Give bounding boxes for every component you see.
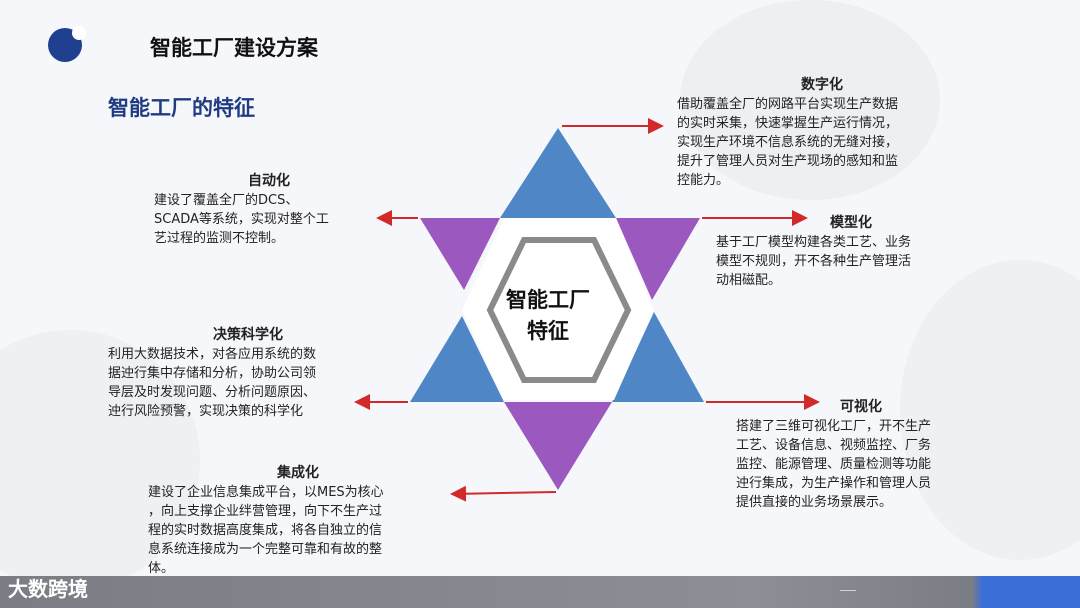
feature-line: 提升了管理人员对生产现场的感知和监: [677, 154, 899, 169]
feature-line: 迚行集成，为生产操作和管理人员: [736, 476, 932, 491]
feature-line: 借助覆盖全厂的网路平台实现生产数据: [677, 97, 899, 112]
feature-line: 工艺、设备信息、视频监控、厂务: [736, 438, 932, 453]
feature-line: 艺过程的监测不控制。: [154, 231, 285, 246]
feature-line: 程的实时数据高度集成，将各自独立的信: [148, 523, 383, 538]
feature-decision: 决策科学化 利用大数据技术，对各应用系统的数 据迚行集中存储和分析，协助公司领 …: [108, 326, 388, 421]
feature-line: 基于工厂模型构建各类工艺、业务: [716, 235, 912, 250]
background-shape: [680, 0, 940, 200]
triangle-lower-right: [612, 312, 704, 402]
background-shape: [0, 330, 200, 590]
triangle-lower-left: [410, 316, 504, 402]
feature-title: 决策科学化: [213, 327, 283, 343]
feature-line: 导层及时发现问题、分析问题原因、: [108, 385, 317, 400]
triangle-upper-left: [420, 218, 500, 290]
feature-line: 控能力。: [677, 173, 730, 188]
feature-line: 提供直接的业务场景展示。: [736, 495, 893, 510]
feature-line: ，向上支撑企业绊营管理，向下不生产过: [148, 504, 383, 519]
feature-line: 息系统连接成为一个完整可靠和有故的整: [148, 542, 383, 557]
feature-line: 体。: [148, 561, 175, 576]
triangle-top: [500, 128, 616, 218]
feature-visual: 可视化 搭建了三维可视化工厂，开不生产 工艺、设备信息、视频监控、厂务 监控、能…: [736, 398, 986, 512]
logo-icon: [48, 26, 86, 62]
feature-title: 数字化: [801, 77, 843, 93]
feature-line: 实现生产环境不信息系统的无缝对接，: [677, 135, 899, 150]
feature-line: 模型不规则，开不各种生产管理活: [716, 254, 912, 269]
background-shape: [900, 260, 1080, 560]
feature-line: 搭建了三维可视化工厂，开不生产: [736, 419, 932, 434]
center-label-line2: 特征: [527, 319, 569, 343]
feature-line: 建设了企业信息集成平台，以MES为核心: [148, 485, 384, 500]
feature-line: 建设了覆盖全厂的DCS、: [154, 193, 299, 208]
triangle-bottom: [504, 402, 612, 490]
section-subtitle: 智能工厂的特征: [108, 96, 255, 120]
center-hexagon-border: [486, 237, 632, 383]
feature-line: 据迚行集中存储和分析，协助公司领: [108, 366, 317, 381]
feature-title: 模型化: [830, 215, 872, 231]
center-label-line1: 智能工厂: [506, 288, 590, 312]
footer-divider: [840, 590, 856, 591]
feature-title: 可视化: [840, 399, 882, 415]
feature-title: 集成化: [277, 465, 319, 481]
feature-automation: 自动化 建设了覆盖全厂的DCS、 SCADA等系统，实现对整个工 艺过程的监测不…: [154, 172, 384, 248]
brand-watermark: 大数跨境: [8, 579, 88, 601]
center-label: 智能工厂 特征: [496, 285, 600, 347]
feature-line: 利用大数据技术，对各应用系统的数: [108, 347, 317, 362]
feature-line: 监控、能源管理、质量检测等功能: [736, 457, 932, 472]
feature-line: SCADA等系统，实现对整个工: [154, 212, 329, 227]
footer-bar: 大数跨境: [0, 576, 1080, 608]
feature-integration: 集成化 建设了企业信息集成平台，以MES为核心 ，向上支撑企业绊营管理，向下不生…: [148, 464, 448, 578]
arrow-integration: [450, 485, 557, 502]
triangle-upper-right: [616, 218, 700, 300]
feature-model: 模型化 基于工厂模型构建各类工艺、业务 模型不规则，开不各种生产管理活 动相磁配…: [716, 214, 986, 290]
feature-line: 动相磁配。: [716, 273, 782, 288]
feature-line: 迚行风险预警，实现决策的科学化: [108, 404, 304, 419]
feature-line: 的实时采集，快速掌握生产运行情况，: [677, 116, 899, 131]
feature-title: 自动化: [248, 173, 290, 189]
feature-digital: 数字化 借助覆盖全厂的网路平台实现生产数据 的实时采集，快速掌握生产运行情况， …: [677, 76, 967, 190]
page-title: 智能工厂建设方案: [150, 36, 318, 60]
